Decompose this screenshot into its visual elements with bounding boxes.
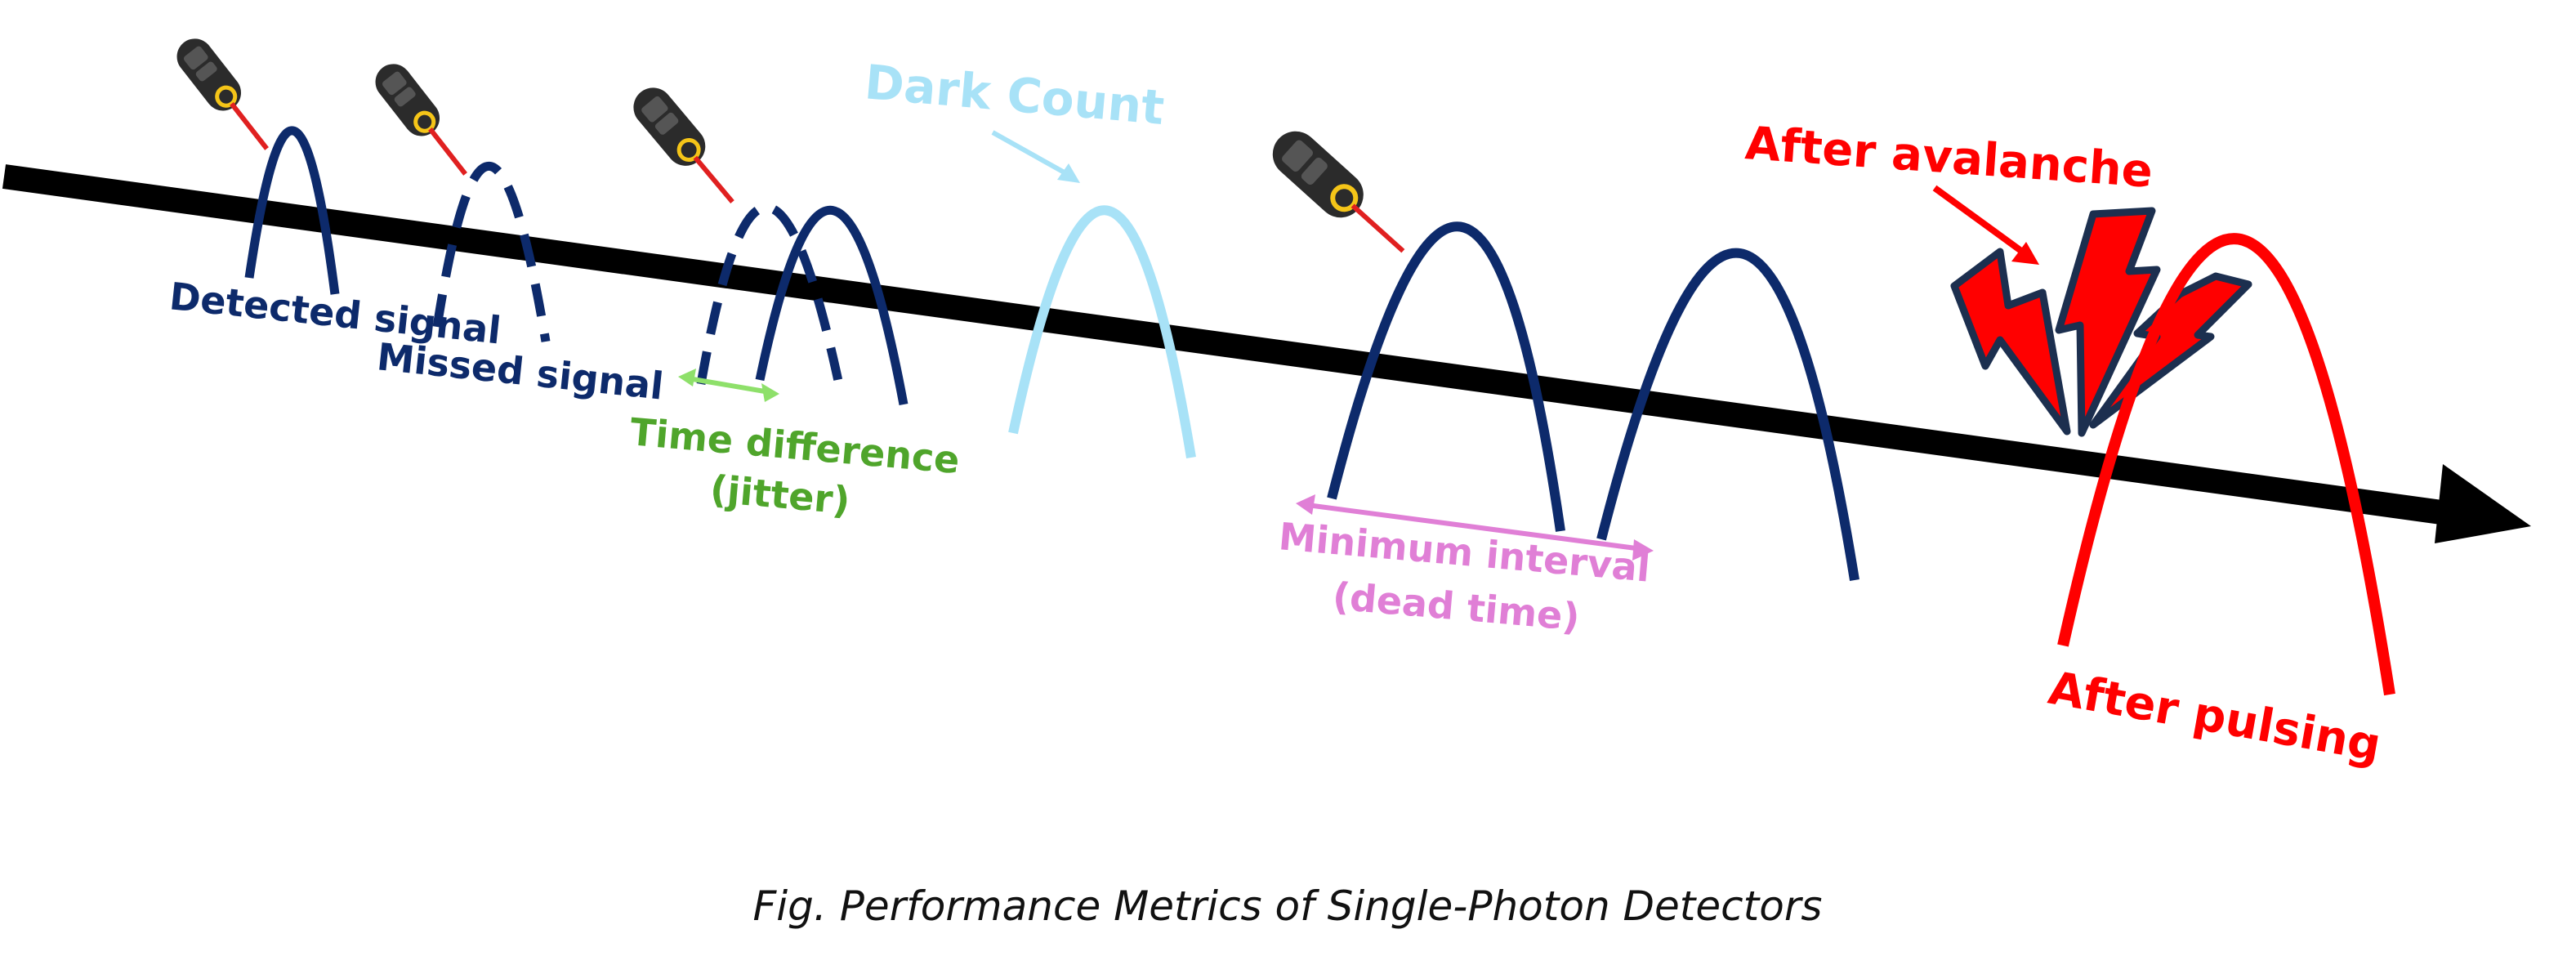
dead-time-interval-arrow	[1296, 494, 1654, 561]
laser-icon	[176, 38, 269, 150]
jitter-label-line2: (jitter)	[708, 467, 852, 523]
dead-time-first-pulse	[1327, 221, 1565, 532]
dead-time-second-pulse	[1596, 248, 1859, 581]
laser-icon	[375, 64, 467, 176]
detected-signal-pulse	[244, 126, 340, 295]
after-avalanche-label: After avalanche	[1743, 117, 2154, 199]
after-avalanche-pointer-arrow	[1932, 185, 2039, 265]
time-axis-arrowhead	[2435, 464, 2531, 543]
after-pulsing-pulse	[2057, 233, 2395, 696]
dark-count-pointer-arrow	[991, 130, 1080, 183]
jitter-interval-arrow	[678, 369, 779, 402]
lightning-bolt-icon	[1950, 248, 2071, 436]
jitter-expected-pulse	[696, 203, 846, 398]
dark-count-label: Dark Count	[863, 54, 1167, 136]
missed-signal-pulse	[432, 162, 551, 342]
dead-time-label-line2: (dead time)	[1331, 574, 1582, 639]
jitter-actual-pulse	[755, 206, 909, 406]
time-axis-line	[2, 164, 2462, 527]
figure-caption: Fig. Performance Metrics of Single-Photo…	[753, 882, 1823, 930]
laser-icon	[1272, 131, 1405, 253]
missed-signal-label: Missed signal	[375, 334, 666, 409]
time-axis-arrow	[2, 164, 2531, 543]
laser-icon	[633, 87, 734, 203]
jitter-label-line1: Time difference	[628, 409, 962, 482]
after-pulsing-label: After pulsing	[2045, 662, 2385, 772]
dark-count-pulse	[1008, 205, 1196, 458]
lightning-bolt-icon	[2055, 207, 2161, 437]
